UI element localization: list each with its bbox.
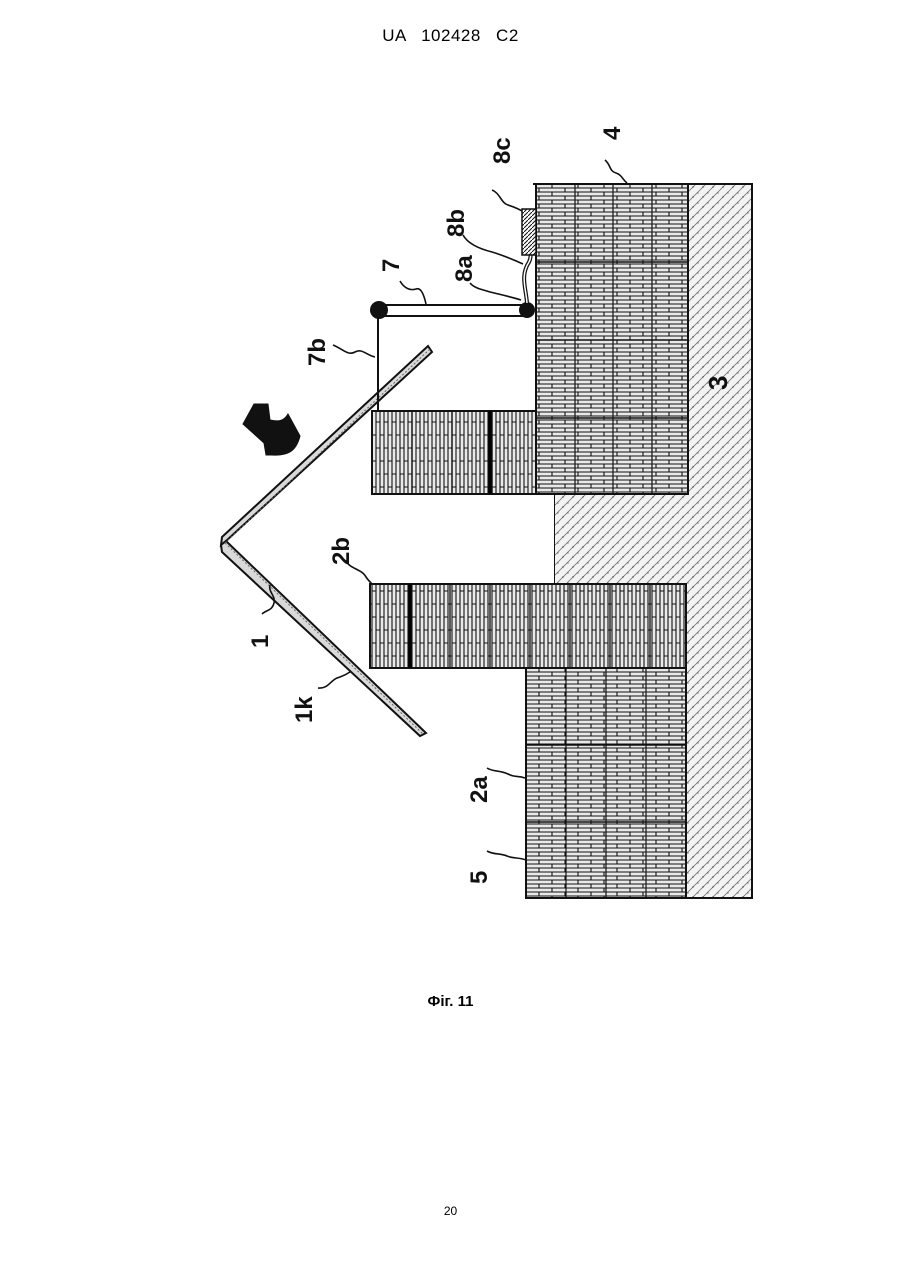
masonry-block-4 bbox=[536, 184, 688, 494]
rotation-arrow-icon bbox=[243, 404, 300, 455]
label-4: 4 bbox=[599, 126, 626, 140]
roof-panel-1 bbox=[221, 346, 432, 736]
label-7b: 7b bbox=[304, 338, 331, 366]
fixture-8c bbox=[522, 209, 536, 255]
label-1: 1 bbox=[247, 635, 274, 648]
label-1k: 1k bbox=[291, 696, 318, 723]
soil-trench bbox=[555, 494, 687, 586]
wall-2b bbox=[370, 584, 686, 668]
label-5: 5 bbox=[466, 871, 493, 884]
label-2b: 2b bbox=[328, 537, 355, 565]
wall-right bbox=[372, 411, 536, 494]
label-8a: 8a bbox=[451, 255, 478, 282]
soil-right-edge bbox=[686, 184, 752, 898]
label-3: 3 bbox=[703, 376, 733, 390]
rod-7 bbox=[380, 305, 526, 316]
figure-caption: Фіг. 11 bbox=[0, 993, 901, 1010]
pivot-8a bbox=[519, 302, 535, 318]
label-8b: 8b bbox=[443, 209, 470, 237]
page-number: 20 bbox=[0, 1204, 901, 1218]
pivot-top bbox=[370, 301, 388, 319]
label-2a: 2a bbox=[466, 776, 493, 803]
label-7: 7 bbox=[378, 259, 405, 272]
label-8c: 8c bbox=[489, 137, 516, 164]
